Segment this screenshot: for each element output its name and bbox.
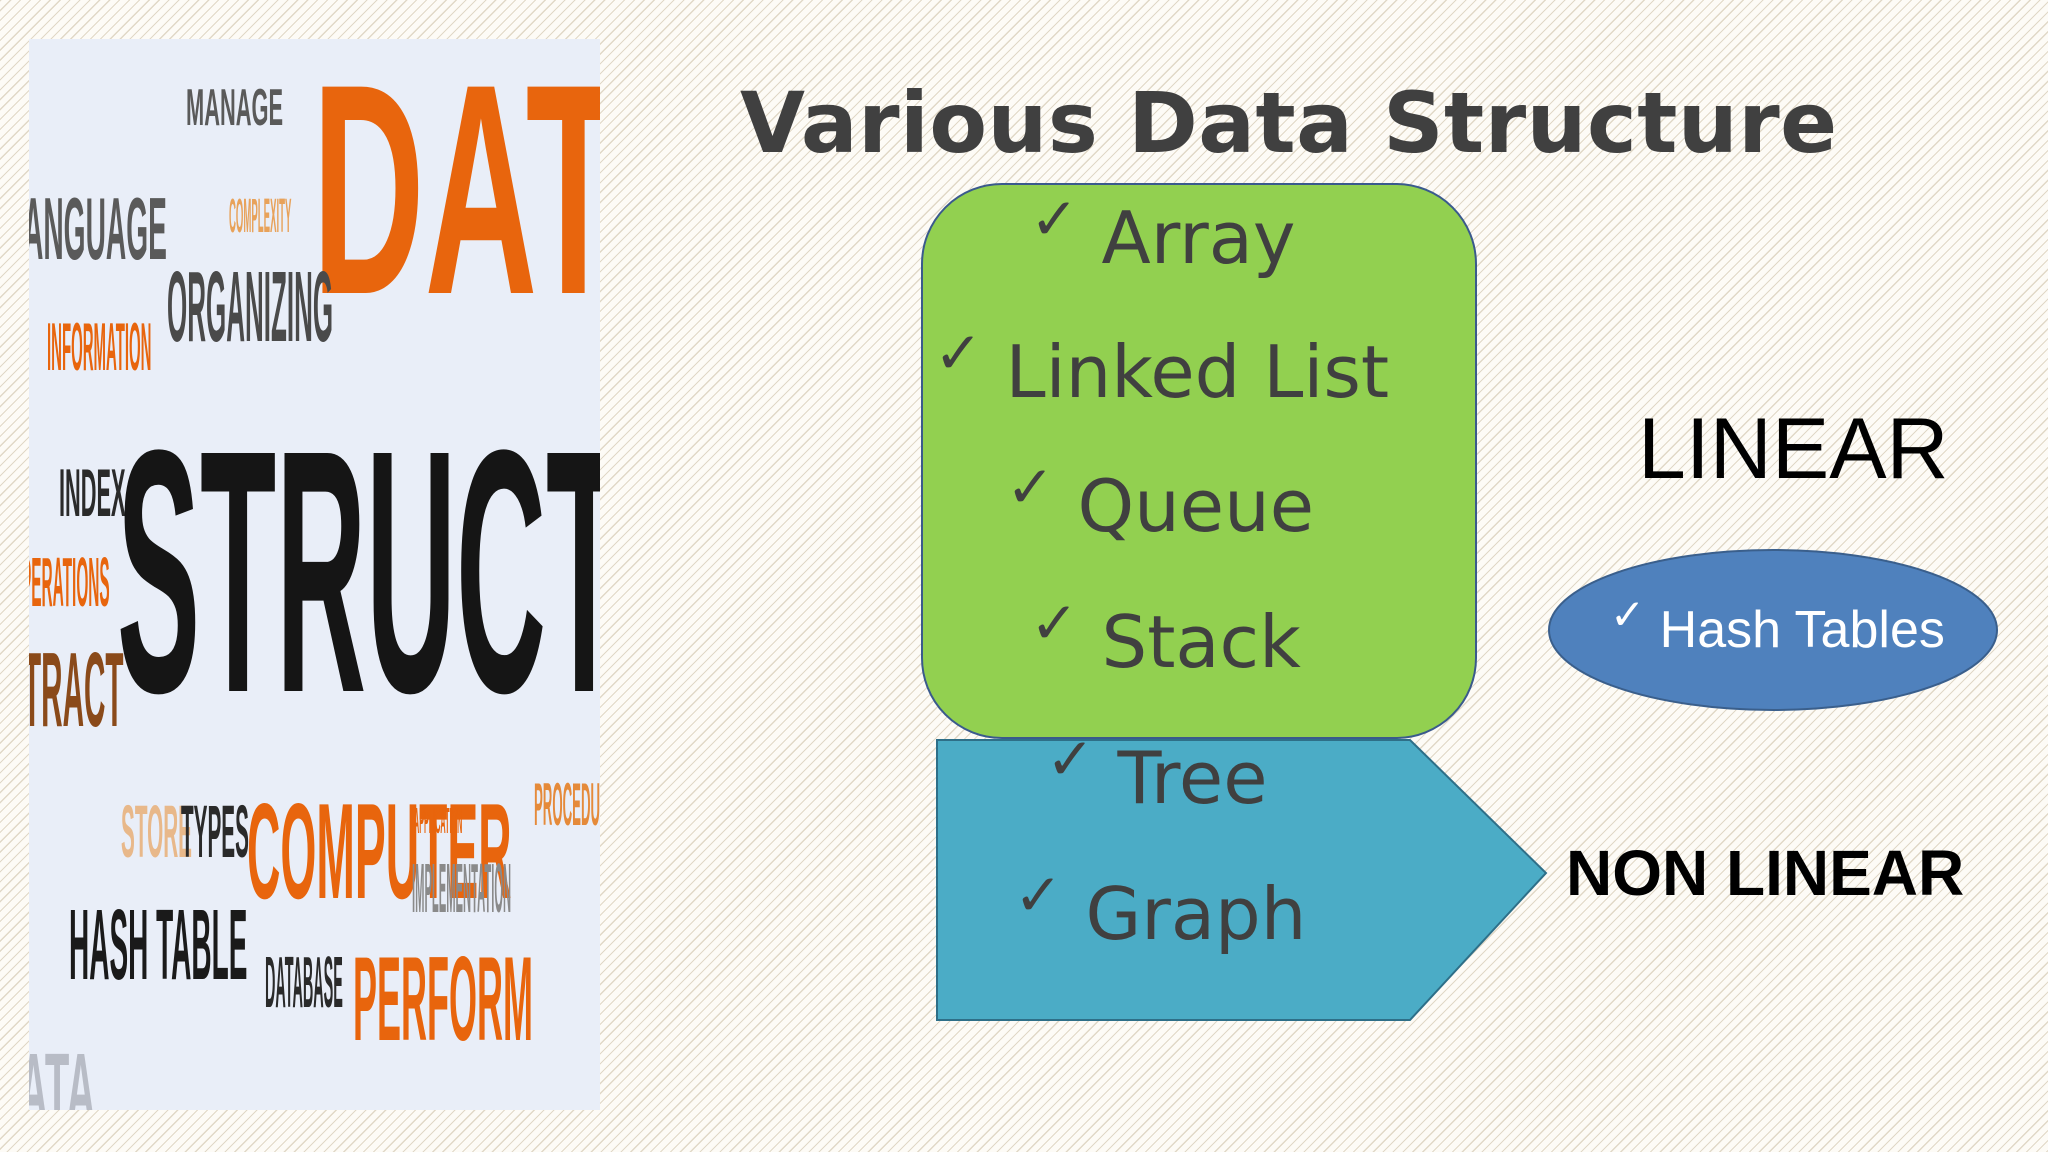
word-hash-table: HASH TABLE	[69, 889, 248, 1001]
word-implementation: IMPLEMENTATION	[412, 849, 512, 927]
list-item-linked-list: ✓ Linked List	[934, 319, 1390, 414]
slide-title: Various Data Structure	[740, 74, 1838, 172]
item-label: Queue	[1077, 464, 1315, 548]
word-types: TYPES	[181, 790, 249, 873]
check-icon: ✓	[1046, 725, 1095, 793]
hash-tables-ellipse	[1548, 549, 1998, 711]
word-information: INFORMATION	[47, 309, 152, 385]
word-database: DATABASE	[265, 943, 343, 1023]
check-icon: ✓	[1014, 861, 1063, 929]
word-language: ANGUAGE	[29, 179, 167, 278]
linear-label: LINEAR	[1638, 401, 1949, 497]
word-procedure: PROCEDUR	[534, 771, 600, 838]
check-icon: ✓	[1030, 589, 1079, 657]
word-perform: PERFORM	[353, 932, 533, 1066]
item-label: Linked List	[1005, 330, 1390, 414]
check-icon: ✓	[1030, 185, 1079, 253]
nonlinear-label: NON LINEAR	[1566, 837, 1965, 909]
item-label: Hash Tables	[1659, 601, 1945, 659]
word-store: STORE	[121, 790, 193, 873]
data-structure-word-cloud-image: MANAGE DATA ANGUAGE COMPLEXITY ORGANIZIN…	[29, 39, 600, 1110]
item-label: Graph	[1085, 872, 1307, 956]
item-label: Stack	[1101, 600, 1301, 684]
linear-group-box	[921, 183, 1477, 739]
check-icon: ✓	[1006, 453, 1055, 521]
word-application: APPLICATION	[414, 800, 463, 841]
list-item-graph: ✓ Graph	[1014, 861, 1307, 956]
word-structure: STRUCTURE	[117, 379, 600, 765]
word-computer: COMPUTER	[247, 775, 512, 927]
nonlinear-group-pentagon	[936, 739, 1548, 1021]
word-organizing: ORGANIZING	[167, 251, 334, 363]
item-label: Array	[1101, 196, 1296, 280]
list-item-array: ✓ Array	[1030, 185, 1296, 280]
word-manage: MANAGE	[186, 79, 284, 137]
check-icon: ✓	[934, 319, 983, 387]
item-label: Tree	[1117, 736, 1268, 820]
list-item-tree: ✓ Tree	[1046, 725, 1268, 820]
list-item-hash-tables: ✓ Hash Tables	[1610, 590, 1945, 660]
word-index: INDEX	[59, 455, 126, 531]
word-data: DATA	[312, 39, 600, 357]
word-data-faded: ATA	[29, 1033, 96, 1110]
check-icon: ✓	[1610, 590, 1646, 639]
list-item-stack: ✓ Stack	[1030, 589, 1301, 684]
list-item-queue: ✓ Queue	[1006, 453, 1315, 548]
word-complexity: COMPLEXITY	[229, 190, 292, 243]
word-operations: PERATIONS	[29, 543, 110, 621]
word-abstract: TRACT	[29, 631, 124, 749]
